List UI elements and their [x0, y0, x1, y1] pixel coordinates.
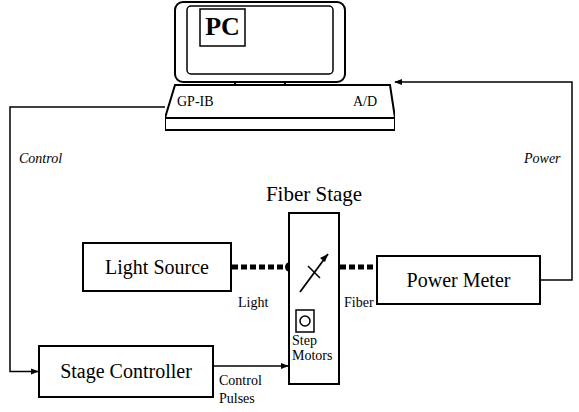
- adjust-crossbar: [308, 266, 320, 278]
- signal-wire: [10, 107, 165, 372]
- signal-wire: [214, 365, 288, 367]
- fiber-line: [232, 265, 288, 270]
- screen-label: PC: [201, 12, 244, 42]
- computer-drawing: [165, 0, 395, 135]
- adjust-arrow: [300, 254, 328, 292]
- connector-label: Power: [523, 150, 562, 168]
- motor-label: Step Motors: [292, 334, 336, 363]
- fiber-line: [340, 265, 376, 270]
- fiber-stage: Fiber StageStep Motors: [288, 212, 340, 385]
- port-label: GP-IB: [176, 93, 215, 111]
- connector-label: Fiber: [343, 294, 375, 312]
- step-motor-icon: [296, 310, 314, 332]
- box-label: Power Meter: [407, 269, 511, 292]
- box-label: Stage Controller: [60, 360, 192, 383]
- adjust-arrowhead: [320, 254, 328, 262]
- signal-wire: [395, 82, 572, 280]
- connector-label: Control Pulses: [218, 372, 270, 408]
- stage-controller-box: Stage Controller: [38, 345, 214, 398]
- monitor-screen: [187, 6, 333, 74]
- screen-label-frame: [200, 9, 245, 46]
- connector-label: Control: [18, 150, 63, 168]
- motor-shaft: [300, 316, 310, 326]
- computer-node: PC: [165, 0, 395, 135]
- light-source-box: Light Source: [82, 242, 232, 292]
- keyboard-base: [165, 118, 395, 130]
- keyboard-top: [165, 85, 395, 118]
- port-label: A/D: [352, 93, 378, 111]
- connector-label: Light: [237, 294, 269, 312]
- stage-title: Fiber Stage: [266, 182, 362, 206]
- power-meter-box: Power Meter: [376, 255, 541, 305]
- monitor-outline: [175, 2, 345, 82]
- box-label: Light Source: [105, 256, 209, 279]
